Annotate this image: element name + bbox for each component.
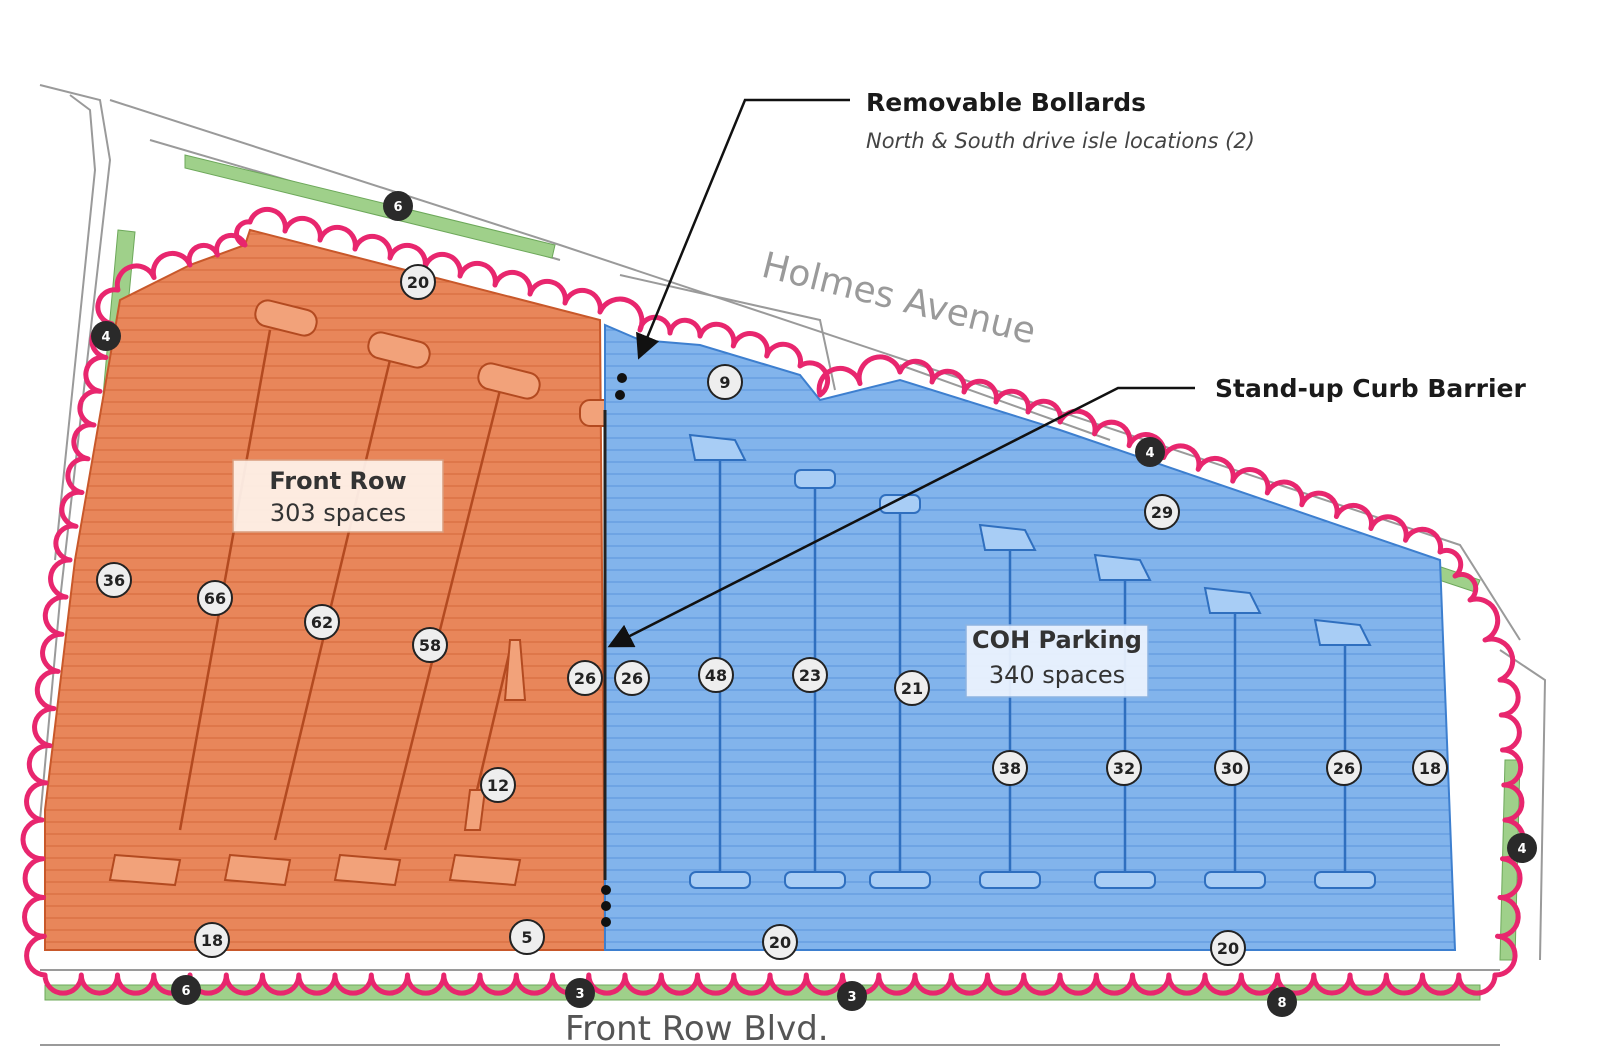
svg-text:18: 18: [201, 931, 223, 950]
row-count-marker: 48: [698, 657, 734, 693]
row-count-marker: 26: [1326, 750, 1362, 786]
tree-count-marker: 8: [1267, 987, 1297, 1017]
row-count-marker: 21: [894, 670, 930, 706]
row-count-marker: 62: [304, 604, 340, 640]
tree-count-marker: 6: [383, 191, 413, 221]
row-count-marker: 66: [197, 580, 233, 616]
bollard-marker: [601, 917, 611, 927]
row-count-marker: 18: [194, 922, 230, 958]
row-count-marker: 12: [480, 767, 516, 803]
svg-text:48: 48: [705, 666, 727, 685]
site-boundary: [20, 206, 1526, 996]
tree-count-marker: 4: [1135, 437, 1165, 467]
svg-text:6: 6: [393, 200, 402, 215]
svg-text:20: 20: [407, 273, 429, 292]
tree-count-marker: 6: [171, 975, 201, 1005]
tree-count-markers: 6 4 4 6 3 3 8 4: [91, 191, 1537, 1017]
tree-count-marker: 4: [91, 321, 121, 351]
svg-text:21: 21: [901, 679, 923, 698]
svg-text:3: 3: [847, 990, 856, 1005]
svg-text:23: 23: [799, 666, 821, 685]
row-count-marker: 30: [1214, 750, 1250, 786]
front-row-label: Front Row 303 spaces: [232, 459, 444, 533]
row-count-marker: 20: [1210, 930, 1246, 966]
svg-text:4: 4: [1517, 842, 1526, 857]
svg-text:30: 30: [1221, 759, 1243, 778]
svg-text:9: 9: [719, 373, 730, 392]
bollard-marker: [601, 901, 611, 911]
svg-text:66: 66: [204, 589, 226, 608]
svg-text:20: 20: [1217, 939, 1239, 958]
svg-text:38: 38: [999, 759, 1021, 778]
bollard-marker: [617, 373, 627, 383]
row-count-marker: 26: [614, 660, 650, 696]
row-count-marker: 18: [1412, 750, 1448, 786]
svg-text:26: 26: [621, 669, 643, 688]
row-count-marker: 20: [762, 924, 798, 960]
svg-text:62: 62: [311, 613, 333, 632]
row-count-marker: 5: [509, 919, 545, 955]
row-count-marker: 36: [96, 562, 132, 598]
bollard-marker: [601, 885, 611, 895]
svg-text:5: 5: [521, 928, 532, 947]
curb-barrier: [601, 373, 627, 927]
removable-bollards-title: Removable Bollards: [866, 88, 1146, 117]
svg-text:4: 4: [101, 330, 110, 345]
removable-bollards-callout: Removable Bollards North & South drive i…: [636, 88, 1255, 360]
bollard-marker: [615, 390, 625, 400]
front-row-spaces: 303 spaces: [270, 499, 406, 527]
row-count-marker: 38: [992, 750, 1028, 786]
road-outlines: [39, 84, 1547, 1046]
svg-text:26: 26: [574, 669, 596, 688]
curb-barrier-title: Stand-up Curb Barrier: [1215, 374, 1526, 403]
svg-text:8: 8: [1277, 996, 1286, 1011]
svg-text:32: 32: [1113, 759, 1135, 778]
front-row-blvd-label: Front Row Blvd.: [565, 1009, 829, 1049]
row-count-marker: 20: [400, 264, 436, 300]
removable-bollards-subtitle: North & South drive isle locations (2): [866, 129, 1255, 153]
coh-parking-name: COH Parking: [972, 626, 1142, 654]
svg-text:29: 29: [1151, 503, 1173, 522]
svg-text:3: 3: [575, 987, 584, 1002]
front-row-zone: [44, 228, 617, 951]
front-row-name: Front Row: [269, 467, 406, 495]
svg-text:58: 58: [419, 636, 441, 655]
row-count-marker: 32: [1106, 750, 1142, 786]
row-count-marker: 29: [1144, 494, 1180, 530]
svg-text:20: 20: [769, 933, 791, 952]
row-count-markers: 20 36 66 62 58 26 12 18 5 9 29 26 48 23 …: [96, 264, 1448, 966]
svg-text:36: 36: [103, 571, 125, 590]
row-count-marker: 26: [567, 660, 603, 696]
tree-count-marker: 3: [565, 978, 595, 1008]
tree-count-marker: 4: [1507, 833, 1537, 863]
holmes-avenue-label: Holmes Avenue: [758, 245, 1040, 353]
svg-text:6: 6: [181, 984, 190, 999]
svg-text:12: 12: [487, 776, 509, 795]
tree-count-marker: 3: [837, 981, 867, 1011]
row-count-marker: 58: [412, 627, 448, 663]
svg-text:26: 26: [1333, 759, 1355, 778]
svg-text:18: 18: [1419, 759, 1441, 778]
row-count-marker: 9: [707, 364, 743, 400]
svg-text:4: 4: [1145, 446, 1154, 461]
coh-parking-spaces: 340 spaces: [989, 661, 1125, 689]
curb-barrier-callout: Stand-up Curb Barrier: [607, 374, 1526, 648]
coh-parking-label: COH Parking 340 spaces: [965, 624, 1149, 698]
row-count-marker: 23: [792, 657, 828, 693]
